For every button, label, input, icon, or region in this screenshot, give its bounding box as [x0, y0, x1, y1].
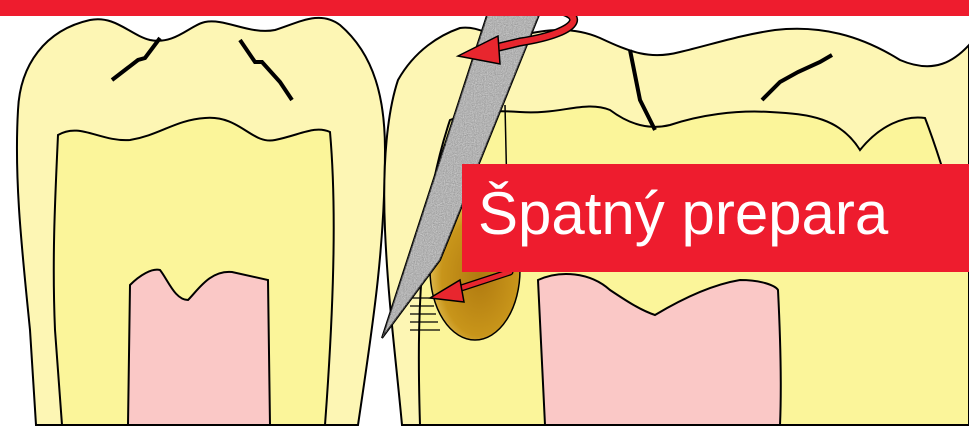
left-tooth — [17, 18, 385, 425]
header-bar — [0, 0, 969, 16]
caption-banner: Špatný prepara — [462, 164, 969, 272]
caption-text: Špatný prepara — [478, 178, 888, 250]
left-tooth-pulp — [128, 270, 270, 425]
